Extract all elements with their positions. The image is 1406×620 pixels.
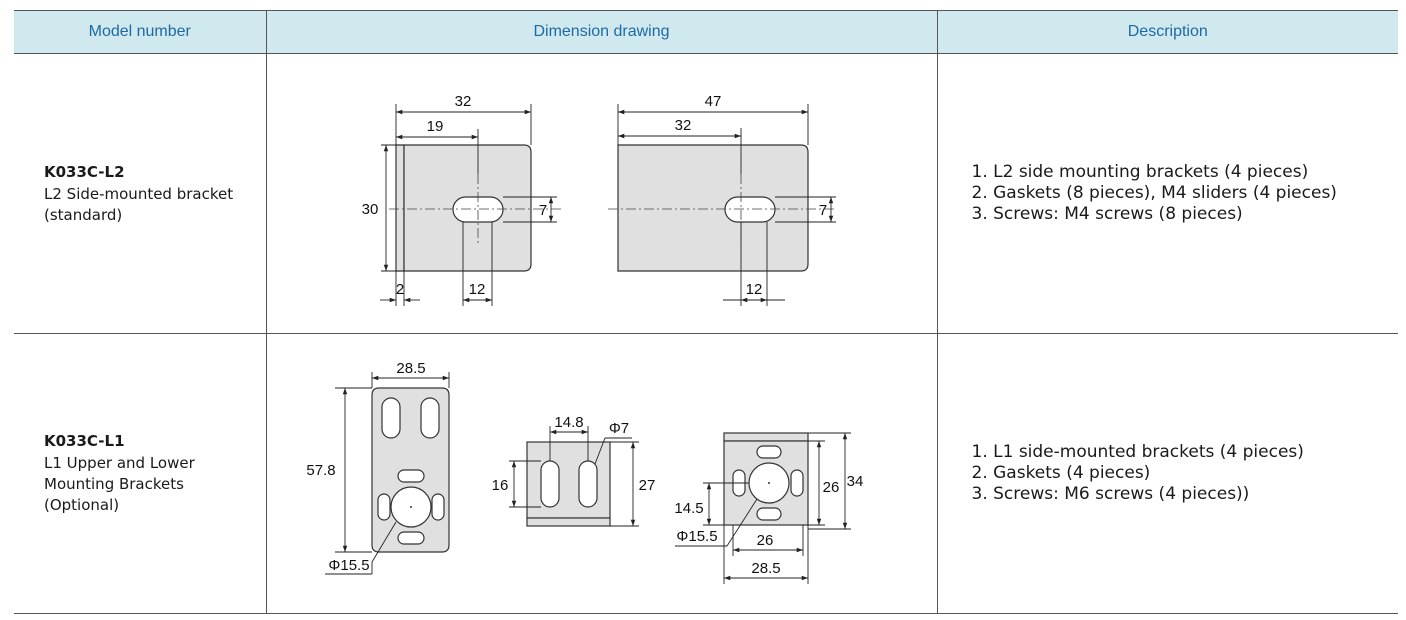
dim-label: 28.5 xyxy=(396,360,425,377)
description-line: 2. Gaskets (8 pieces), M4 sliders (4 pie… xyxy=(971,183,1337,203)
l1-bracket-top-view: 14.8 Φ7 16 27 xyxy=(491,414,655,527)
model-code: K033C-L1 xyxy=(44,432,125,450)
header-description: Description xyxy=(936,10,1398,54)
description-line: 1. L1 side-mounted brackets (4 pieces) xyxy=(971,442,1304,462)
model-name: L2 Side-mounted bracket (standard) xyxy=(44,184,234,224)
l1-bracket-side-view: 26 34 14.5 Φ15.5 xyxy=(674,432,863,584)
dim-label: 14.5 xyxy=(674,500,703,517)
l1-bracket-plate-view: 28.5 57.8 Φ15.5 xyxy=(306,360,450,575)
spec-table: Model number Dimension drawing Descripti… xyxy=(14,10,1398,614)
description-cell: 1. L2 side mounting brackets (4 pieces) … xyxy=(936,53,1398,334)
l2-bracket-drawing: 32 19 30 7 xyxy=(361,93,836,306)
dim-label: 7 xyxy=(538,202,546,219)
dim-label: 34 xyxy=(846,473,863,490)
dim-label: 12 xyxy=(468,281,485,298)
dim-label: 57.8 xyxy=(306,462,335,479)
dim-label: 2 xyxy=(395,281,403,298)
dim-label: 7 xyxy=(818,202,826,219)
drawing-cell: 32 19 30 7 xyxy=(265,53,937,334)
dim-label: 14.8 xyxy=(554,414,583,431)
header-model-number: Model number xyxy=(14,10,266,54)
dim-label: Φ15.5 xyxy=(328,557,369,574)
model-cell: K033C-L2 L2 Side-mounted bracket (standa… xyxy=(14,53,266,334)
dim-label: 26 xyxy=(756,532,773,549)
dim-label: 30 xyxy=(361,201,378,218)
dim-label: Φ7 xyxy=(608,420,628,437)
model-code: K033C-L2 xyxy=(44,162,125,181)
l2-bracket-front-view: 32 19 30 7 xyxy=(361,93,563,306)
header-dimension-drawing: Dimension drawing xyxy=(265,10,937,54)
description-line: 3. Screws: M4 screws (8 pieces) xyxy=(971,204,1243,224)
description-line: 2. Gaskets (4 pieces) xyxy=(971,463,1151,483)
description-line: 3. Screws: M6 screws (4 pieces)) xyxy=(971,484,1250,504)
dim-label: 28.5 xyxy=(751,560,780,577)
dim-label: 16 xyxy=(491,477,508,494)
l1-bracket-drawing: 28.5 57.8 Φ15.5 xyxy=(306,360,863,584)
dim-label: 12 xyxy=(745,281,762,298)
dim-label: 47 xyxy=(704,93,721,110)
table-row: K033C-L1 L1 Upper and Lower Mounting Bra… xyxy=(14,333,1398,614)
dim-label: 32 xyxy=(674,117,691,134)
dim-label: 26 xyxy=(822,479,839,496)
description-cell: 1. L1 side-mounted brackets (4 pieces) 2… xyxy=(936,333,1398,614)
drawing-cell: 28.5 57.8 Φ15.5 xyxy=(265,333,937,614)
dim-label: 27 xyxy=(638,477,655,494)
table-row: K033C-L2 L2 Side-mounted bracket (standa… xyxy=(14,53,1398,334)
dim-label: 32 xyxy=(454,93,471,110)
dim-label: 19 xyxy=(426,118,443,135)
model-name: L1 Upper and Lower Mounting Brackets (Op… xyxy=(44,454,195,514)
description-line: 1. L2 side mounting brackets (4 pieces) xyxy=(971,162,1309,182)
model-cell: K033C-L1 L1 Upper and Lower Mounting Bra… xyxy=(14,333,266,614)
l2-bracket-plate-view: 47 32 7 xyxy=(607,93,836,306)
dim-label: Φ15.5 xyxy=(676,528,717,545)
